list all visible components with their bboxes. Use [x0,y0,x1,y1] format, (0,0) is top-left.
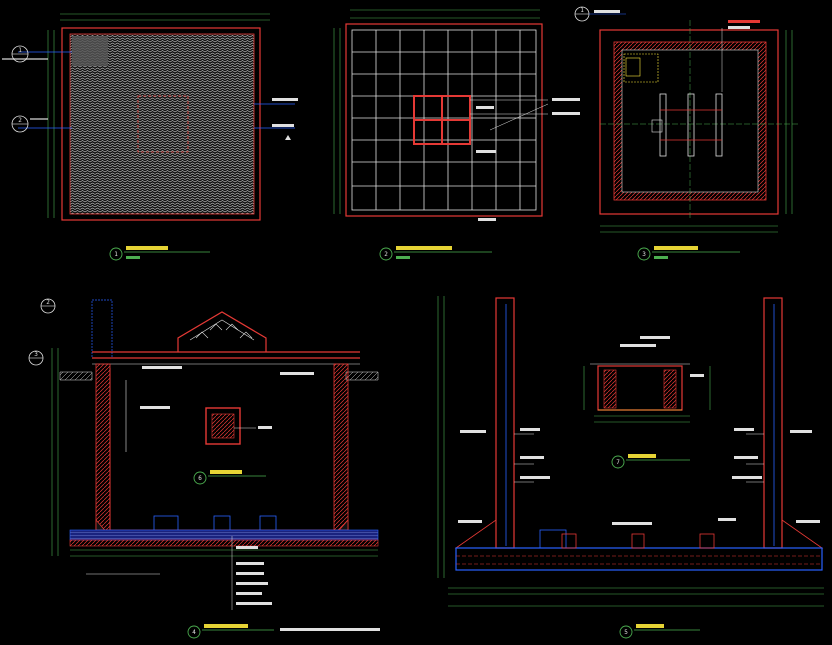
callout-1-number: 1 [18,47,22,54]
title-marker-7: 7 [611,454,690,469]
title-6-number: 6 [198,475,202,482]
drawing-1-paving-plan: 1 2 1 [2,13,298,261]
title-marker-5: 5 [619,624,700,639]
title-7-number: 7 [616,459,620,466]
title-marker-4: 4 [187,624,380,639]
title-marker-6: 6 [193,470,266,485]
title-3-number: 3 [642,251,646,258]
title-marker-1: 1 [109,246,210,261]
callout-5-number: 3 [34,351,38,358]
section-callout-5: 3 [28,350,44,366]
section-callout-4: 2 [40,298,56,314]
title-4-number: 4 [192,629,196,636]
callout-2-number: 2 [18,117,22,124]
drawing-4-section: 2 3 6 4 [28,298,380,639]
detail-7-drawing [583,336,711,423]
title-2-number: 2 [384,251,388,258]
drawing-2-grid-plan: 2 [333,9,580,261]
drawing-5-section: 7 5 [437,296,824,639]
title-marker-3: 3 [637,246,740,261]
title-1-number: 1 [114,251,118,258]
section-callout-1: 1 [11,45,29,63]
title-5-number: 5 [624,629,628,636]
title-marker-2: 2 [379,246,492,261]
callout-3-number: 1 [580,7,584,14]
section-callout-3: 1 [574,6,626,22]
drawing-3-foundation-plan: 1 3 [574,6,800,261]
callout-4-number: 2 [46,299,50,306]
section-callout-2: 2 [11,115,29,133]
